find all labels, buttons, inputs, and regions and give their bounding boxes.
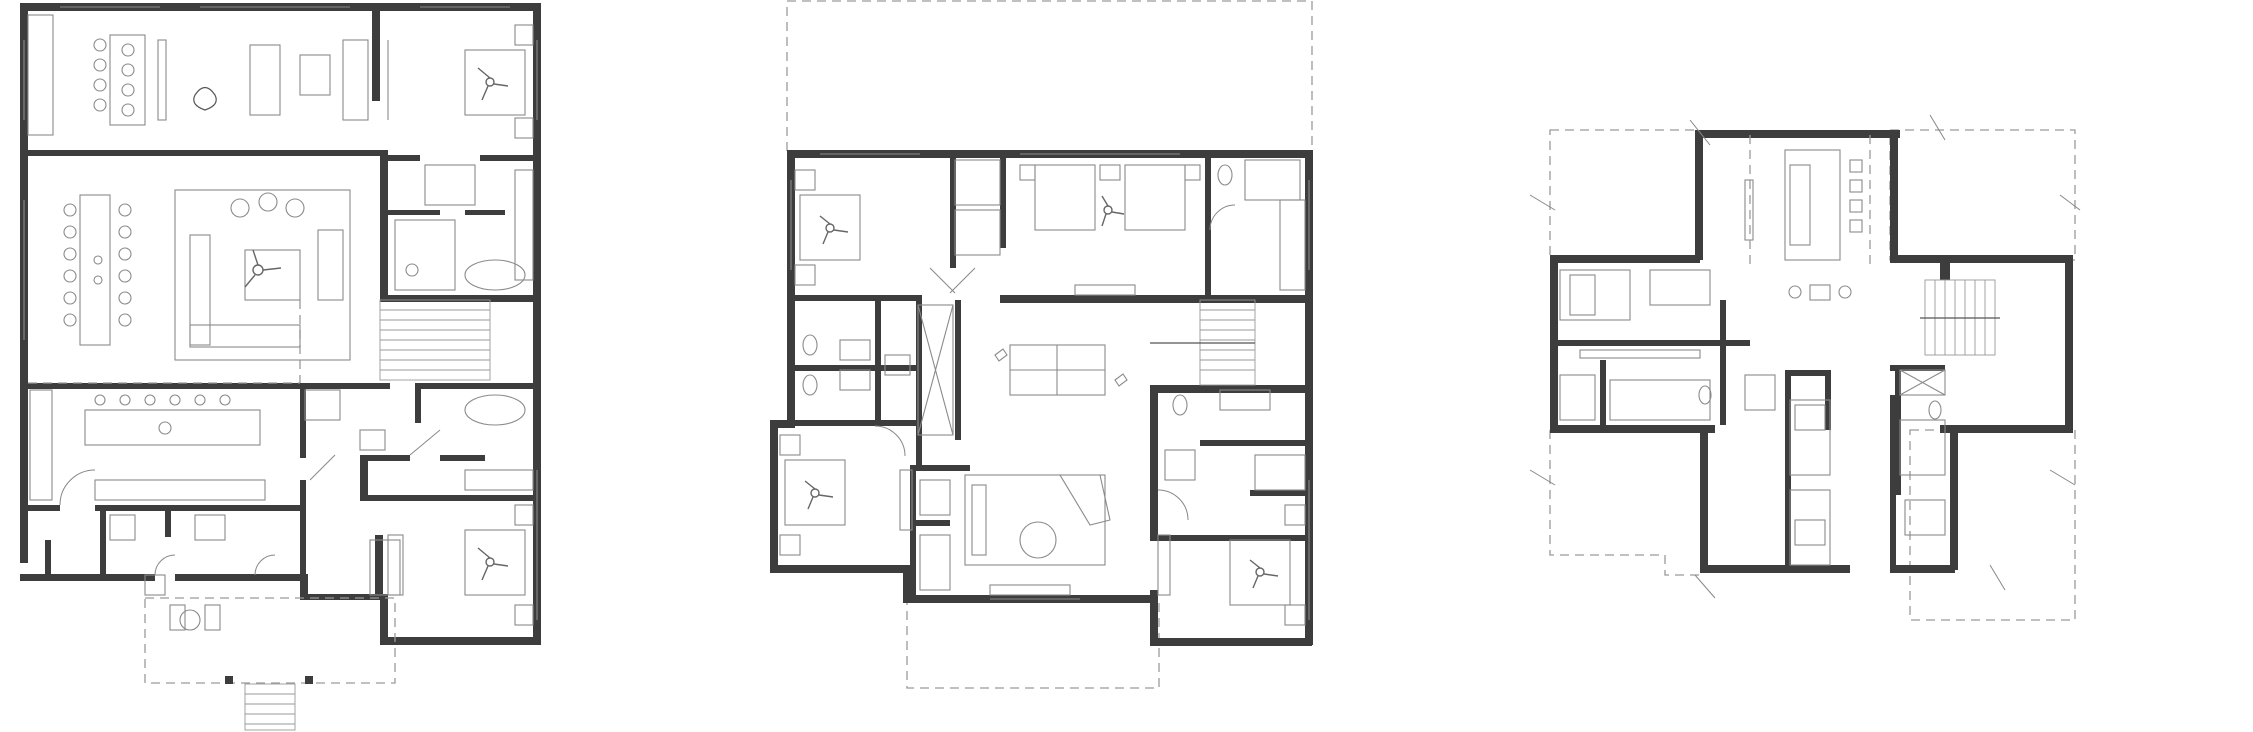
upper-bedroom-4 xyxy=(779,425,951,591)
top-baths xyxy=(1559,369,1946,536)
upper-bedroom-3 xyxy=(794,159,1001,286)
top-lounge xyxy=(1744,135,1871,301)
upper-level-walls xyxy=(770,150,1313,646)
main-bedroom-1 xyxy=(387,24,534,139)
upper-deck-top xyxy=(786,0,1313,152)
main-level-plan xyxy=(20,3,541,731)
top-terrace-doors xyxy=(1529,114,2081,599)
main-dining-long-table xyxy=(63,194,132,346)
upper-bath-right xyxy=(1157,389,1306,521)
main-front-porch xyxy=(144,597,396,731)
upper-loft xyxy=(994,344,1128,396)
main-living-room xyxy=(174,189,351,361)
upper-bath-top-right xyxy=(1209,159,1306,291)
main-stairs xyxy=(379,299,491,381)
upper-stairs xyxy=(1150,299,1256,386)
main-level-dashed-lines xyxy=(28,300,301,384)
main-mudroom xyxy=(59,429,441,596)
main-bedroom-2 xyxy=(387,504,534,626)
upper-baths-left xyxy=(802,304,954,436)
main-dining-furniture xyxy=(27,14,369,136)
upper-bunk-suite xyxy=(929,164,1201,296)
top-level-plan xyxy=(1529,114,2081,621)
upper-level-plan xyxy=(770,0,1313,689)
main-level-windows xyxy=(23,6,538,620)
upper-level-windows xyxy=(790,153,1310,620)
upper-bedroom-5 xyxy=(1157,504,1306,626)
main-primary-bath xyxy=(394,164,534,491)
top-stairs xyxy=(1920,279,2000,356)
upper-family-room xyxy=(964,474,1111,596)
upper-deck-bottom xyxy=(906,599,1160,689)
top-level-walls xyxy=(1550,130,2073,573)
main-kitchen xyxy=(29,389,341,596)
top-bunk-room-1 xyxy=(1559,269,1711,359)
top-bunk-room-2 xyxy=(1789,399,1831,566)
